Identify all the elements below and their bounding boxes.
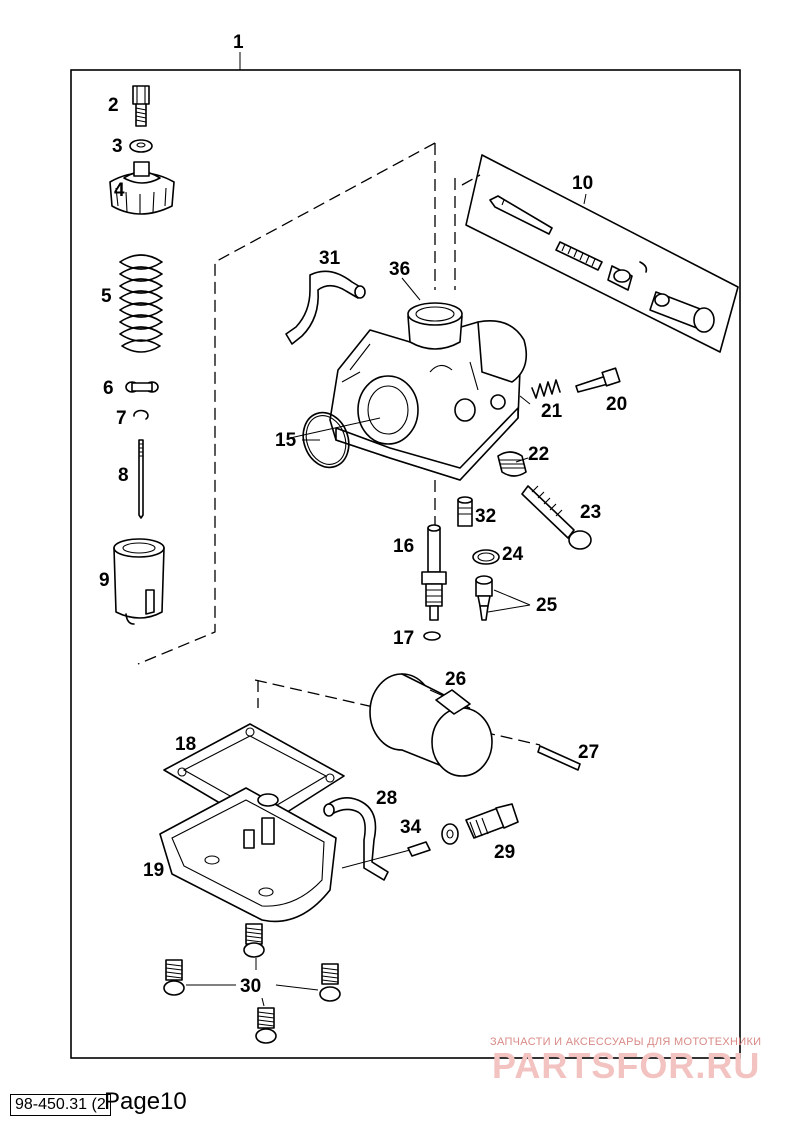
callout-17: 17 bbox=[393, 628, 414, 649]
part-6-retainer bbox=[125, 381, 159, 393]
callout-20: 20 bbox=[606, 394, 627, 415]
callout-34: 34 bbox=[400, 817, 422, 838]
screw-right bbox=[319, 963, 341, 1002]
assembly-frame bbox=[70, 69, 741, 1059]
callout-29: 29 bbox=[494, 842, 515, 863]
part-2-cap-screw bbox=[132, 85, 150, 127]
part-25-float-needle bbox=[475, 575, 531, 621]
callout-31: 31 bbox=[319, 248, 341, 269]
watermark-line: ЗАПЧАСТИ И АКСЕССУАРЫ ДЛЯ МОТОТЕХНИКИ bbox=[490, 1036, 761, 1048]
part-20-air-screw bbox=[575, 367, 621, 393]
part-5-spring bbox=[119, 254, 163, 353]
callout-30: 30 bbox=[240, 976, 261, 997]
watermark: ЗАПЧАСТИ И АКСЕССУАРЫ ДЛЯ МОТОТЕХНИКИ PA… bbox=[490, 1036, 761, 1086]
part-31-hose bbox=[285, 270, 366, 345]
callout-3: 3 bbox=[112, 136, 123, 157]
callout-leaders bbox=[289, 193, 587, 463]
callout-23: 23 bbox=[580, 502, 601, 523]
callout-16: 16 bbox=[393, 536, 414, 557]
part-23-throttle-stop-screw bbox=[521, 485, 592, 550]
screw-top bbox=[243, 923, 265, 958]
callout-9: 9 bbox=[99, 570, 110, 591]
callout-15: 15 bbox=[275, 430, 297, 451]
callout-1: 1 bbox=[233, 32, 244, 53]
callout-26: 26 bbox=[445, 669, 466, 690]
part-10-idle-screw-set bbox=[465, 154, 739, 353]
part-30-screws bbox=[163, 923, 341, 1044]
part-21-spring bbox=[531, 379, 561, 399]
callout-36: 36 bbox=[389, 259, 410, 280]
callout-5: 5 bbox=[101, 286, 112, 307]
callout-27: 27 bbox=[578, 742, 599, 763]
part-28-hose bbox=[323, 797, 389, 881]
callout-8: 8 bbox=[118, 465, 129, 486]
part-7-clip bbox=[133, 409, 149, 420]
callout-19: 19 bbox=[143, 860, 164, 881]
part-16-needle-jet bbox=[421, 524, 447, 621]
callout-21: 21 bbox=[541, 401, 563, 422]
callout-4: 4 bbox=[114, 180, 125, 201]
part-32-pilot-jet bbox=[457, 496, 473, 527]
part-8-jet-needle bbox=[138, 439, 144, 519]
callout-10: 10 bbox=[572, 173, 593, 194]
callout-24: 24 bbox=[502, 544, 524, 565]
document-id: 98-450.31 (2 bbox=[10, 1094, 111, 1116]
part-17-washer bbox=[423, 631, 441, 641]
part-15-o-ring bbox=[302, 411, 350, 469]
callout-labels: 1 2 3 4 5 6 7 8 9 10 31 36 15 21 20 22 2… bbox=[99, 32, 627, 997]
part-9-throttle-slide bbox=[113, 538, 165, 625]
part-29-drain-plug bbox=[441, 803, 519, 845]
part-4-carb-cap bbox=[109, 161, 175, 215]
part-26-float bbox=[369, 673, 493, 777]
callout-25: 25 bbox=[536, 595, 558, 616]
callout-28: 28 bbox=[376, 788, 397, 809]
screw-bottom bbox=[255, 1007, 277, 1044]
part-3-nut bbox=[129, 139, 153, 153]
part-19-float-bowl bbox=[159, 787, 337, 923]
callout-2: 2 bbox=[108, 95, 119, 116]
screw-left bbox=[163, 959, 185, 996]
callout-7: 7 bbox=[116, 408, 127, 429]
part-24-washer bbox=[472, 549, 500, 565]
part-22-spring bbox=[497, 451, 527, 477]
watermark-logo: PARTSFOR.RU bbox=[492, 1045, 760, 1086]
callout-22: 22 bbox=[528, 444, 549, 465]
callout-6: 6 bbox=[103, 378, 114, 399]
part-34-drain-screw bbox=[341, 841, 431, 869]
carburetor-body bbox=[329, 302, 528, 481]
part-27-float-pin bbox=[537, 745, 581, 771]
callout-32: 32 bbox=[475, 506, 496, 527]
page-label: Page10 bbox=[104, 1088, 187, 1115]
callout-18: 18 bbox=[175, 734, 196, 755]
